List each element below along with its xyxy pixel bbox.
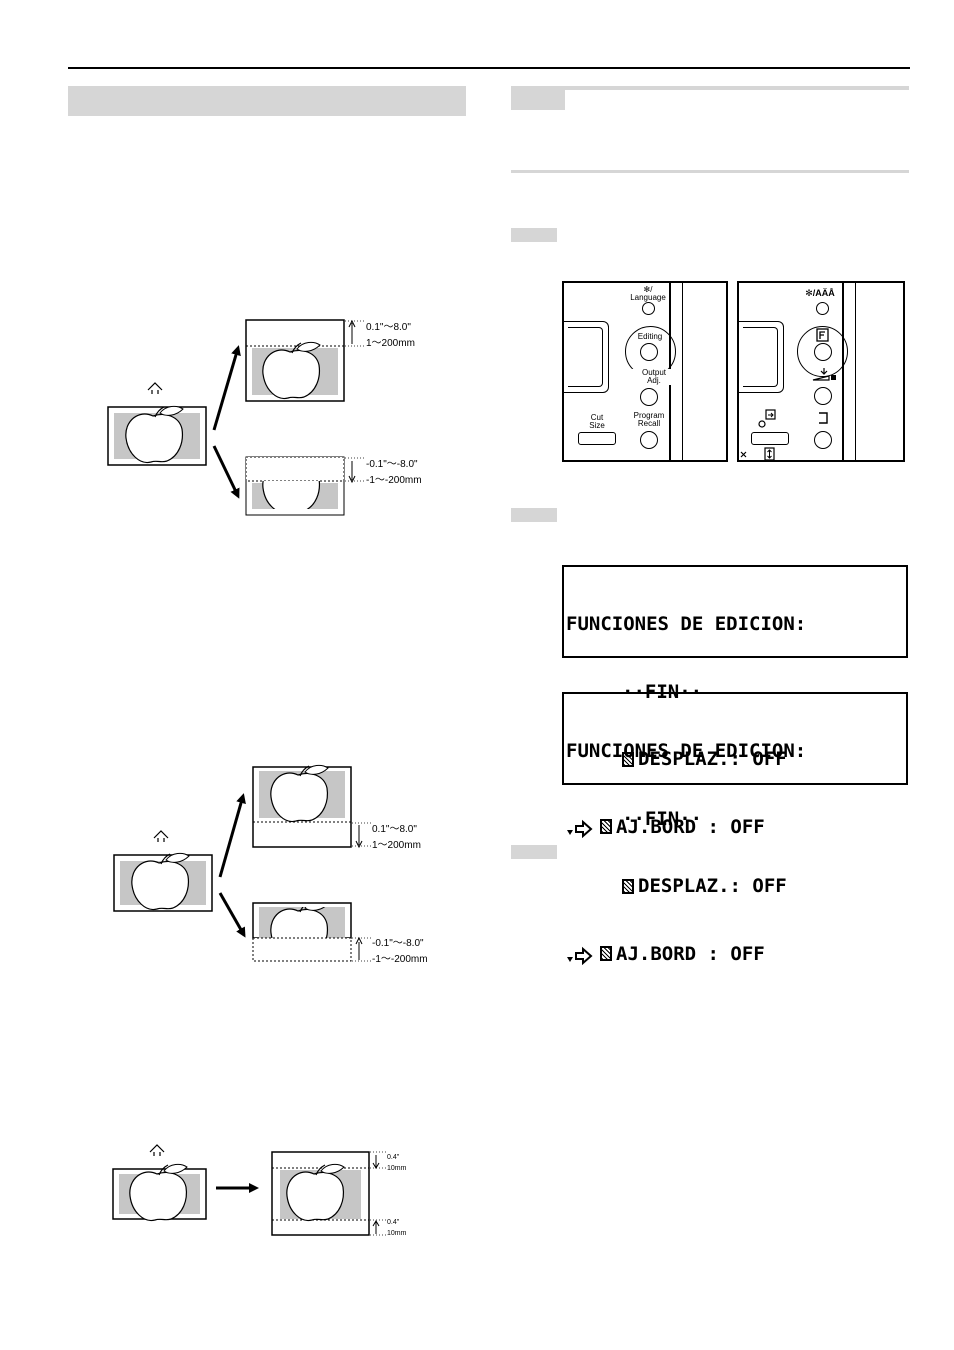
editing-key[interactable] [814,343,832,361]
cut-size-key[interactable] [751,432,789,445]
cursor-arrow-icon [567,819,593,838]
cut-size-key[interactable] [578,432,616,445]
output-adj-icon [812,368,836,381]
editing-icon [816,328,829,342]
language-key[interactable] [642,302,655,315]
range-lower-inch: -0.1"～-8.0" [372,938,424,949]
range-upper-mm: 1～200mm [372,840,421,851]
language-key[interactable] [816,302,829,315]
editing-key[interactable] [640,343,658,361]
note-header-tab [511,86,565,110]
margin-mm: 10mm [387,1165,407,1172]
orientation-icon [149,1144,165,1157]
cursor-arrow-icon [567,946,593,965]
lcd-line-border: AJ.BORD : OFF [616,942,765,965]
display-window [562,321,609,393]
diagram-bottom-margin-shift: 0.1"～8.0" 1～200mm -0.1"～-8.0" -1～-200mm [113,764,428,965]
section-header-bar [68,86,466,116]
note-footer-rule [511,170,909,173]
lcd-line-shift: DESPLAZ.: OFF [638,875,787,897]
control-panel-model-a: ✻/ Language Editing Output Adj. Cut Size… [562,281,728,462]
output-adj-key-label: Output Adj. [632,369,676,385]
range-lower-inch: -0.1"～-8.0" [366,459,418,470]
lcd-line-shift: DESPLAZ.: OFF [638,748,787,770]
program-recall-key[interactable] [640,431,658,449]
cut-size-key-label: Cut Size [589,413,605,430]
program-recall-icon [819,412,828,424]
range-lower-mm: -1～-200mm [372,954,428,965]
step-1-marker [511,228,557,242]
program-recall-key[interactable] [814,431,832,449]
margin-mm: 10mm [387,1230,407,1237]
lcd-screen-1: FUNCIONES DE EDICION: ··FIN·· DESPLAZ.: … [562,565,908,838]
lcd-line-border: AJ.BORD : OFF [616,815,765,838]
diagram-top-margin-shift: 0.1"～8.0" 1～200mm -0.1"～-8.0" -1～-200mm [107,319,422,516]
highlight-circle [797,326,848,377]
output-adj-key[interactable] [814,387,832,405]
margin-inch: 0.4" [387,1154,400,1161]
step-3-marker [511,845,557,859]
range-lower-mm: -1～-200mm [366,475,422,486]
margin-inch: 0.4" [387,1219,400,1226]
shift-icon [622,878,634,894]
editing-key-label: Editing [637,332,663,341]
lcd-title: FUNCIONES DE EDICION: [566,740,807,762]
bottom-icons [740,447,775,461]
note-header-rule [511,86,909,90]
diagram-border-adjust: 0.4" 10mm 0.4" 10mm [112,1144,407,1237]
range-upper-inch: 0.1"～8.0" [372,824,417,835]
language-key-label: ✻/AÄÅ [805,288,835,298]
control-panel-model-b: ✻/AÄÅ [737,281,905,462]
orientation-icon [147,382,163,395]
border-adjust-icon [600,819,612,835]
range-upper-inch: 0.1"～8.0" [366,322,411,333]
language-key-label: ✻/ Language [630,285,666,302]
shift-icon [622,751,634,767]
step-2-marker [511,508,557,522]
orientation-icon [153,830,169,843]
output-adj-key[interactable] [640,388,658,406]
range-upper-mm: 1～200mm [366,338,415,349]
top-rule [68,67,910,69]
border-adjust-icon [600,946,612,962]
display-window [737,321,784,393]
lcd-screen-2: FUNCIONES DE EDICION: ··FIN·· DESPLAZ.: … [562,692,908,965]
lcd-line-fin: ··FIN·· [622,680,703,703]
lcd-line-fin: ··FIN·· [622,807,703,830]
lcd-title: FUNCIONES DE EDICION: [566,613,807,635]
cut-size-icon [758,409,776,428]
program-recall-key-label: Program Recall [633,411,665,428]
